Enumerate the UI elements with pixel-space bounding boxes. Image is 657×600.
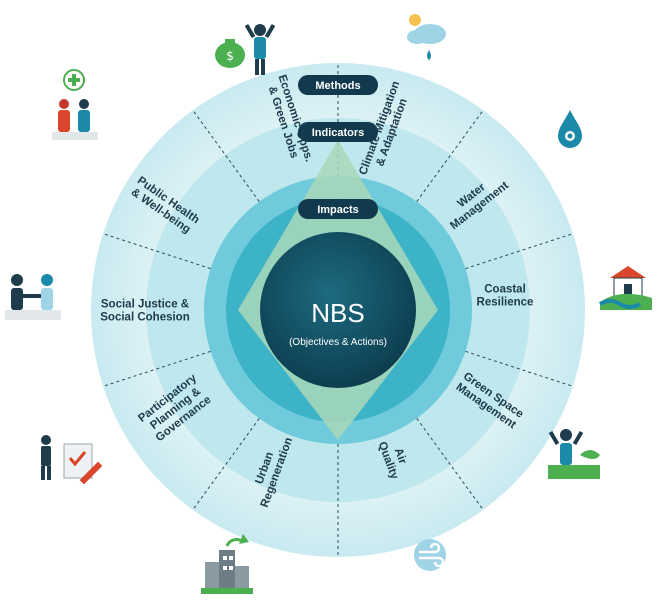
core-title: NBS: [311, 298, 364, 328]
building-regeneration-icon: [201, 534, 253, 594]
segment-divider: [192, 109, 260, 202]
segment-label-social: Social Justice &Social Cohesion: [100, 299, 189, 324]
methods-label: Methods: [315, 80, 360, 92]
indicators-label: Indicators: [312, 127, 365, 139]
indicators-pill[interactable]: Indicators: [298, 122, 378, 142]
segment-divider: [192, 418, 260, 511]
cloud-rain-icon: [407, 14, 446, 60]
coastal-house-icon: [598, 266, 652, 310]
core-subtitle: (Objectives & Actions): [289, 337, 387, 348]
svg-text:$: $: [226, 49, 234, 63]
impacts-label: Impacts: [317, 204, 359, 216]
segment-dividers: [102, 63, 574, 557]
money-bag-worker-icon: $: [215, 23, 276, 75]
nbs-core: [260, 232, 416, 388]
segment-divider: [465, 233, 574, 270]
water-drop-icon: [558, 110, 582, 148]
person-greenery-icon: [548, 429, 600, 479]
impacts-pill[interactable]: Impacts: [298, 199, 378, 219]
segment-divider: [416, 109, 484, 202]
segment-divider: [465, 350, 574, 387]
segment-divider: [102, 233, 211, 270]
segment-divider: [102, 350, 211, 387]
methods-pill[interactable]: Methods: [298, 75, 378, 95]
planning-checklist-icon: [41, 435, 103, 485]
wind-icon: [414, 539, 446, 571]
segment-divider: [416, 418, 484, 511]
health-people-icon: [52, 69, 98, 140]
handshake-icon: [5, 274, 61, 320]
